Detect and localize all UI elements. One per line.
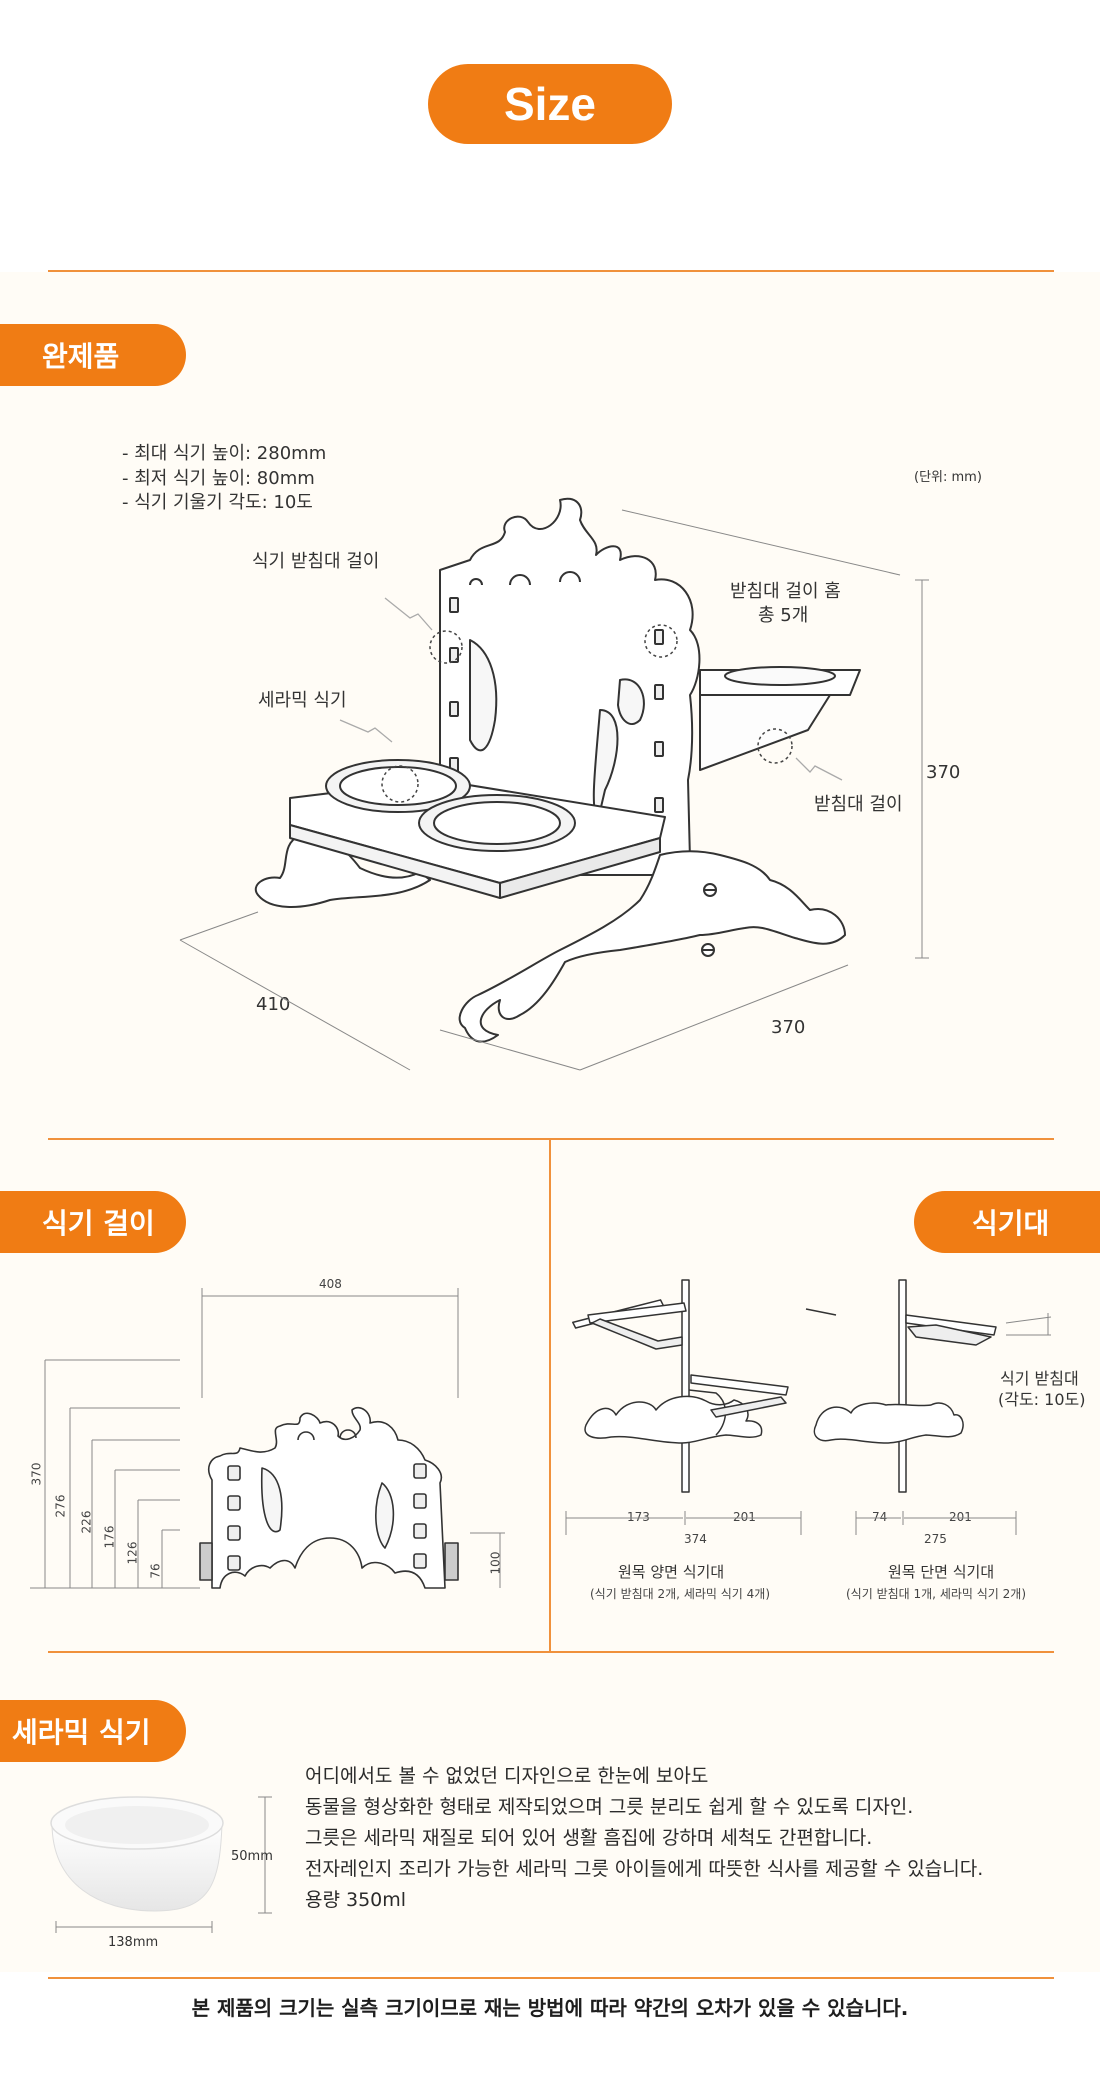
dim-single-201: 201: [949, 1510, 972, 1524]
single-stand-title: 원목 단면 식기대: [888, 1563, 995, 1581]
double-stand-subtitle: (식기 받침대 2개, 세라믹 식기 4개): [590, 1587, 771, 1601]
bowl-stand-drawing: [565, 1279, 1052, 1535]
tab-bowl-stand: 식기대: [914, 1191, 1100, 1253]
size-title-pill: Size: [428, 64, 672, 144]
spec-tilt-angle: - 식기 기울기 각도: 10도: [122, 492, 313, 513]
tab-complete-product: 완제품: [0, 324, 186, 386]
description-line: 어디에서도 볼 수 없었던 디자인으로 한눈에 보아도: [305, 1765, 709, 1787]
dim-single-74: 74: [872, 1510, 888, 1524]
unit-note: (단위: mm): [914, 470, 982, 485]
bowl-hanger-drawing: [30, 1288, 505, 1589]
divider-middle: [48, 1138, 1054, 1140]
tab-bowl-hanger: 식기 걸이: [0, 1191, 186, 1253]
description-line: 용량 350ml: [305, 1889, 407, 1911]
dim-single-275: 275: [924, 1532, 947, 1546]
ceramic-description: 어디에서도 볼 수 없었던 디자인으로 한눈에 보아도 동물을 형상화한 형태로…: [305, 1761, 983, 1916]
description-line: 동물을 형상화한 형태로 제작되었으며 그릇 분리도 쉽게 할 수 있도록 디자…: [305, 1796, 914, 1818]
dim-bowl-height: 50mm: [231, 1849, 273, 1864]
label-stand-hanger: 받침대 걸이: [814, 794, 903, 815]
dim-double-173: 173: [627, 1510, 650, 1524]
label-tray-angle-1: 식기 받침대: [1000, 1369, 1079, 1388]
top-area: Size: [0, 0, 1100, 272]
dim-height-370: 370: [926, 762, 961, 783]
label-slot-count-1: 받침대 걸이 홈: [730, 581, 841, 602]
complete-product-drawing: [179, 497, 929, 1071]
description-line: 전자레인지 조리가 가능한 세라믹 그릇 아이들에게 따뜻한 식사를 제공할 수…: [305, 1858, 984, 1880]
description-line: 그릇은 세라믹 재질로 되어 있어 생활 흠집에 강하며 세척도 간편합니다.: [305, 1827, 873, 1849]
label-tray-angle-2: (각도: 10도): [998, 1390, 1086, 1409]
label-ceramic-bowl: 세라믹 식기: [258, 690, 347, 711]
dim-hanger-408: 408: [319, 1277, 342, 1291]
single-stand-subtitle: (식기 받침대 1개, 세라믹 식기 2개): [846, 1587, 1027, 1601]
double-stand-title: 원목 양면 식기대: [618, 1563, 725, 1581]
spec-min-height: - 최저 식기 높이: 80mm: [122, 468, 315, 489]
divider-footer: [48, 1977, 1054, 1979]
divider-top: [48, 270, 1054, 272]
dim-double-201: 201: [733, 1510, 756, 1524]
footer-disclaimer: 본 제품의 크기는 실측 크기이므로 재는 방법에 따라 약간의 오차가 있을 …: [191, 1996, 909, 2020]
tab-ceramic-bowl: 세라믹 식기: [0, 1700, 186, 1762]
dim-width-370: 370: [771, 1017, 806, 1038]
footer-area: [0, 1972, 1100, 2082]
dim-depth-410: 410: [256, 994, 291, 1015]
label-slot-count-2: 총 5개: [758, 605, 809, 626]
label-bowl-hanger: 식기 받침대 걸이: [252, 551, 380, 572]
dim-double-374: 374: [684, 1532, 707, 1546]
dim-bowl-width: 138mm: [108, 1935, 159, 1950]
divider-vertical: [549, 1139, 551, 1652]
spec-max-height: - 최대 식기 높이: 280mm: [122, 443, 327, 464]
divider-lower: [48, 1651, 1054, 1653]
ceramic-bowl-drawing: [50, 1796, 272, 1933]
